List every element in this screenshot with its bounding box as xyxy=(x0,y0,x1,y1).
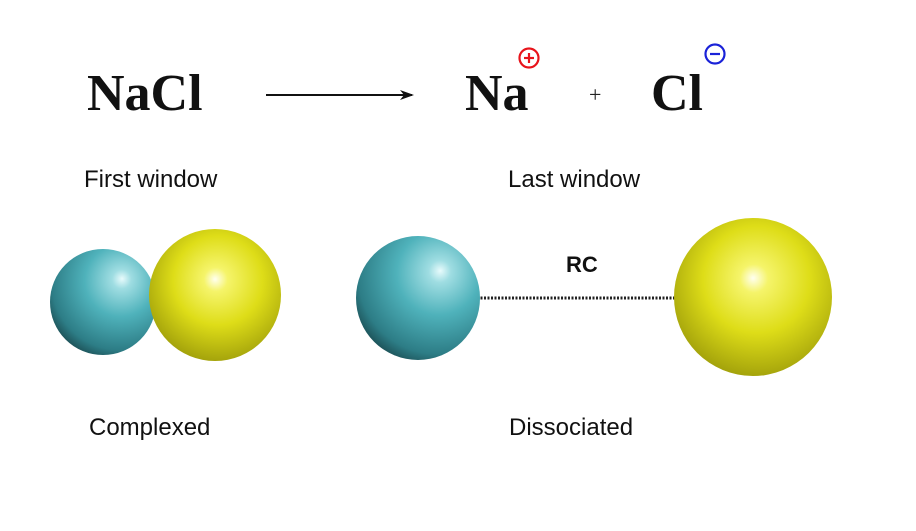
reactant-formula: NaCl xyxy=(87,65,203,122)
reaction-coordinate-label: RC xyxy=(566,252,598,277)
sodium-ion-complexed xyxy=(50,249,156,355)
chloride-ion-complexed xyxy=(149,229,281,361)
product-anion-formula: Cl xyxy=(651,65,703,122)
plus-sign: + xyxy=(589,82,602,107)
sodium-ion-dissociated xyxy=(356,236,480,360)
product-cation-formula: Na xyxy=(465,65,529,122)
negative-charge-icon xyxy=(704,43,726,65)
positive-charge-icon xyxy=(518,47,540,69)
chloride-ion-dissociated xyxy=(674,218,832,376)
complexed-label: Complexed xyxy=(89,414,211,441)
first-window-label: First window xyxy=(84,166,218,193)
last-window-label: Last window xyxy=(508,166,641,193)
dissociated-label: Dissociated xyxy=(509,414,634,441)
